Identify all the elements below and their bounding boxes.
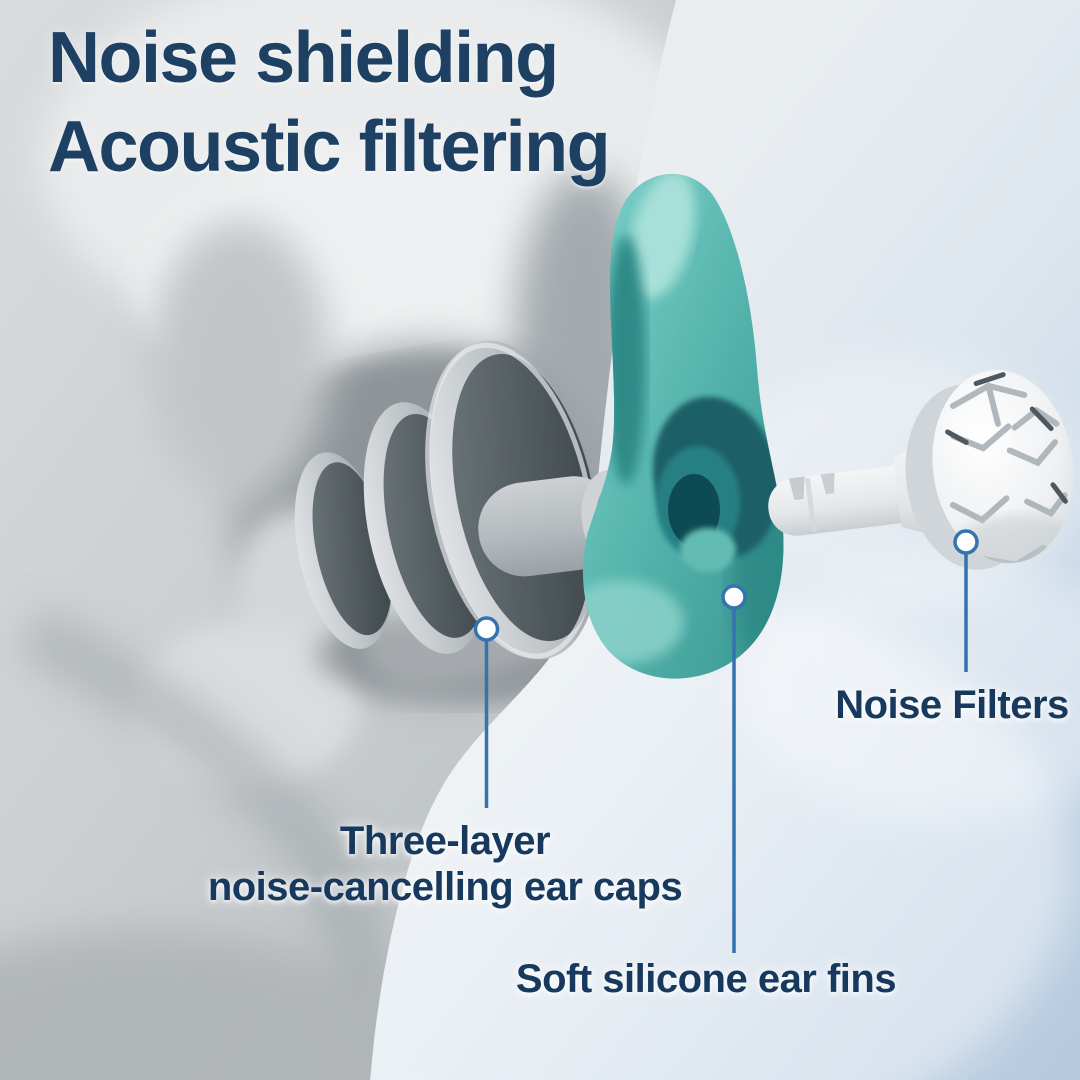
leader-dot-ear-fins — [721, 584, 747, 610]
callout-ear-caps-line-1: Three-layer — [339, 819, 551, 863]
ear-fin-graphic — [582, 173, 784, 679]
page-title: Noise shielding Acoustic filtering — [48, 14, 611, 192]
title-line-1: Noise shielding — [48, 18, 559, 98]
callout-ear-caps-line-2: noise-cancelling ear caps — [207, 865, 683, 909]
callout-ear-caps: Three-layer noise-cancelling ear caps — [207, 818, 683, 910]
noise-filter-graphic — [905, 360, 1080, 573]
leader-dot-noise-filters — [953, 529, 979, 555]
leader-dot-ear-caps — [473, 616, 500, 642]
callout-noise-filters: Noise Filters — [835, 683, 1069, 727]
leader-pins — [473, 529, 979, 953]
callout-ear-fins: Soft silicone ear fins — [515, 957, 897, 1001]
title-line-2: Acoustic filtering — [48, 107, 611, 187]
